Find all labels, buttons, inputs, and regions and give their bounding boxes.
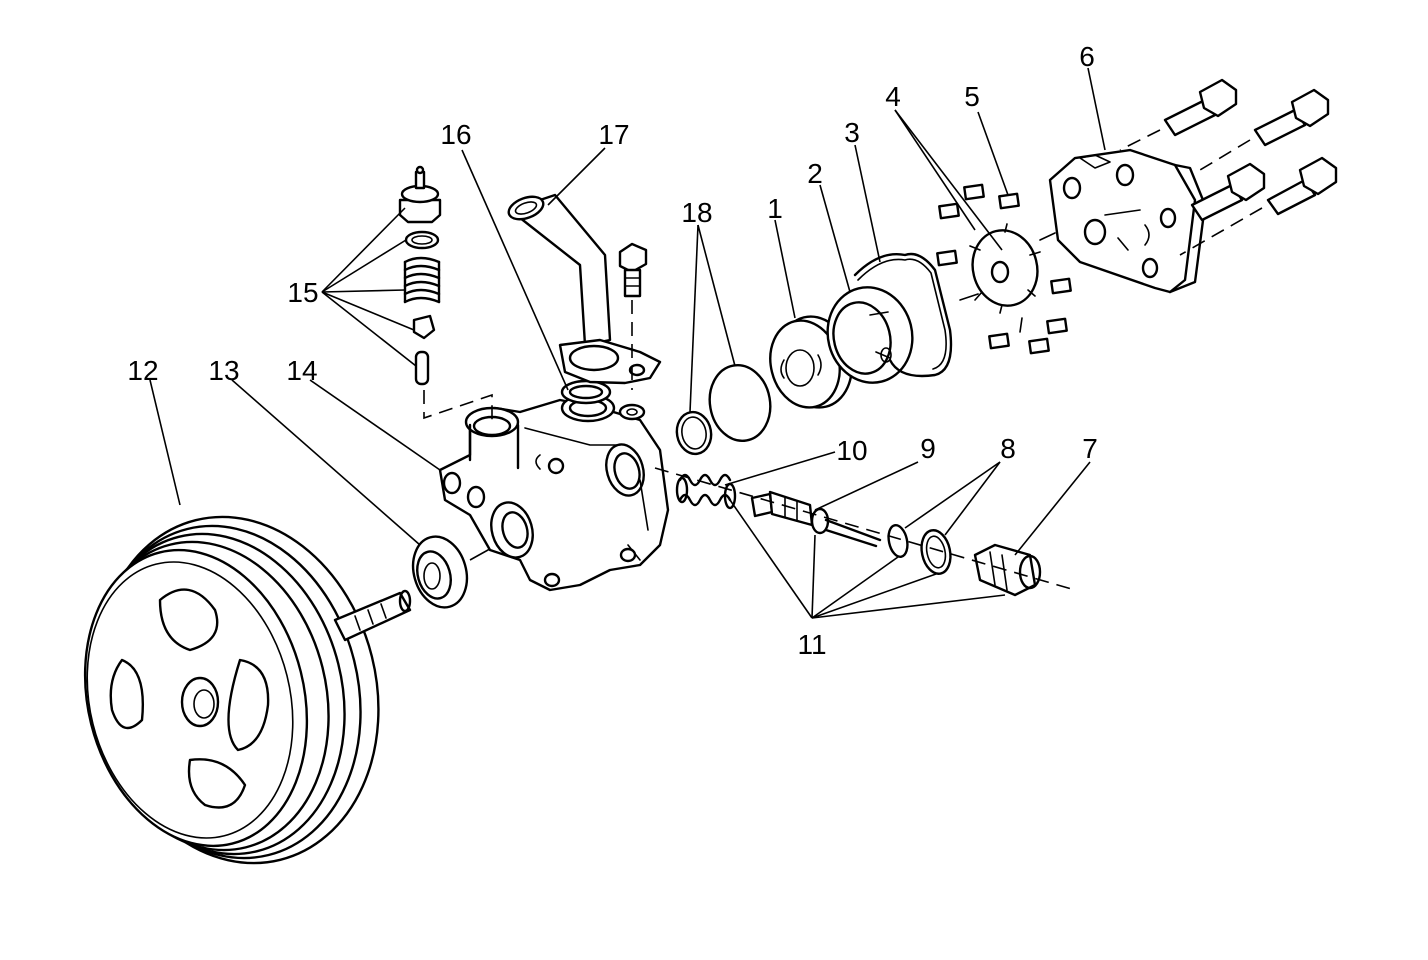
callout-labels: 1 2 3 4 5 6 7 8 9 10 11 12 13 14 15 16 1… — [127, 41, 1097, 660]
callout-9: 9 — [920, 433, 936, 464]
callout-6: 6 — [1079, 41, 1095, 72]
callout-7: 7 — [1082, 433, 1098, 464]
end-plate-seal — [853, 252, 953, 378]
cover-bolts — [1119, 78, 1338, 256]
cam-ring — [826, 286, 914, 384]
inlet-o-ring — [560, 379, 616, 423]
outlet-fitting — [973, 543, 1042, 597]
fitting-bolt — [618, 242, 648, 421]
pump-housing — [438, 398, 670, 592]
fitting-o-rings — [887, 524, 952, 575]
callout-17: 17 — [598, 119, 629, 150]
callout-13: 13 — [208, 355, 239, 386]
callout-11: 11 — [797, 629, 826, 660]
rotor — [969, 223, 1041, 314]
callout-4: 4 — [885, 81, 901, 112]
relief-valve-cap — [398, 165, 442, 224]
callout-12: 12 — [127, 355, 158, 386]
o-ring-small — [675, 410, 713, 456]
relief-valve-pin — [414, 350, 430, 386]
callout-2: 2 — [807, 158, 823, 189]
callout-10: 10 — [836, 435, 867, 466]
callout-14: 14 — [286, 355, 317, 386]
shaft-seal — [411, 535, 469, 609]
rotor-vanes — [936, 183, 1072, 355]
flow-control-spring — [675, 473, 737, 510]
callout-16: 16 — [440, 119, 471, 150]
relief-valve-spring — [403, 256, 441, 304]
callout-8: 8 — [1000, 433, 1016, 464]
flow-control-valve — [750, 490, 882, 548]
callout-15: 15 — [287, 277, 318, 308]
inlet-pipe-fitting — [507, 193, 662, 385]
pump-shaft — [333, 589, 412, 642]
o-ring-large — [708, 364, 772, 442]
relief-valve-o-ring — [404, 230, 440, 250]
callout-3: 3 — [844, 117, 860, 148]
relief-valve-plunger — [412, 314, 436, 340]
leader-lines — [149, 67, 1106, 619]
pulley — [83, 515, 380, 865]
end-cover — [1048, 148, 1207, 294]
callout-5: 5 — [964, 81, 980, 112]
callout-18: 18 — [681, 197, 712, 228]
callout-1: 1 — [767, 193, 783, 224]
